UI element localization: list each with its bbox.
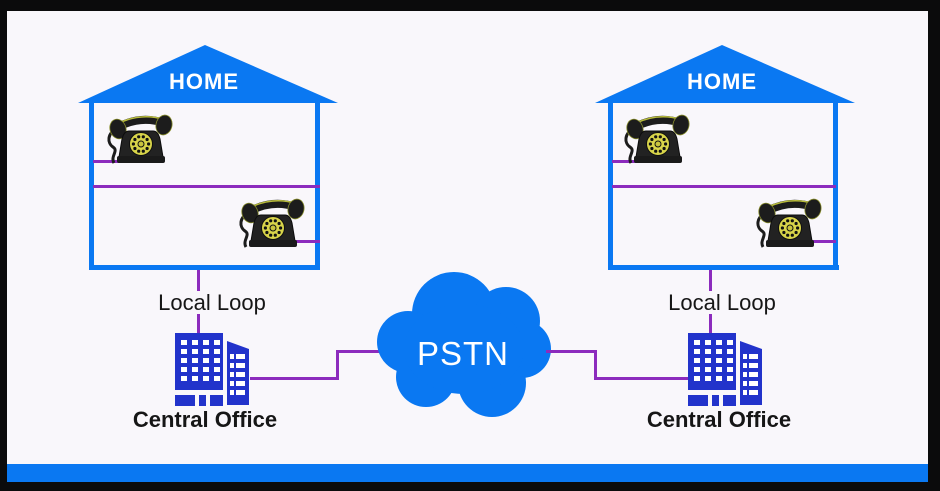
- rotary-phone-icon: [622, 113, 694, 165]
- central-office-label-right: Central Office: [646, 407, 792, 432]
- house-floor-right: [608, 265, 839, 270]
- inside-wiring-left-mid: [93, 185, 320, 188]
- home-label-right: HOME: [687, 69, 757, 94]
- local-loop-wire-left-upper: [197, 270, 200, 291]
- bottom-accent-bar: [7, 464, 928, 482]
- trunk-line-right-b: [546, 350, 597, 353]
- pstn-cloud-label: PSTN: [416, 335, 509, 372]
- local-loop-wire-left-lower: [197, 314, 200, 333]
- trunk-line-right-a: [594, 377, 689, 380]
- trunk-line-left-riser: [336, 351, 339, 380]
- rotary-phone-icon: [754, 197, 826, 249]
- office-building-icon: [688, 333, 762, 406]
- rotary-phone-icon: [105, 113, 177, 165]
- central-office-label-left: Central Office: [132, 407, 278, 432]
- local-loop-label-left: Local Loop: [158, 290, 266, 315]
- trunk-line-left-b: [336, 350, 382, 353]
- rotary-phone-icon: [237, 197, 309, 249]
- trunk-line-right-riser: [594, 351, 597, 380]
- house-wall-right-left: [608, 103, 613, 270]
- house-wall-left-left: [89, 103, 94, 270]
- house-roof-left: [78, 45, 338, 103]
- local-loop-label-right: Local Loop: [668, 290, 776, 315]
- inside-wiring-right-mid: [612, 185, 836, 188]
- home-label-left: HOME: [169, 69, 239, 94]
- trunk-line-left-a: [250, 377, 339, 380]
- house-roof-right: [595, 45, 855, 103]
- house-floor-left: [89, 265, 320, 270]
- office-building-icon: [175, 333, 249, 406]
- local-loop-wire-right-upper: [709, 270, 712, 291]
- inside-wiring-left-top: [93, 160, 140, 163]
- local-loop-wire-right-lower: [709, 314, 712, 333]
